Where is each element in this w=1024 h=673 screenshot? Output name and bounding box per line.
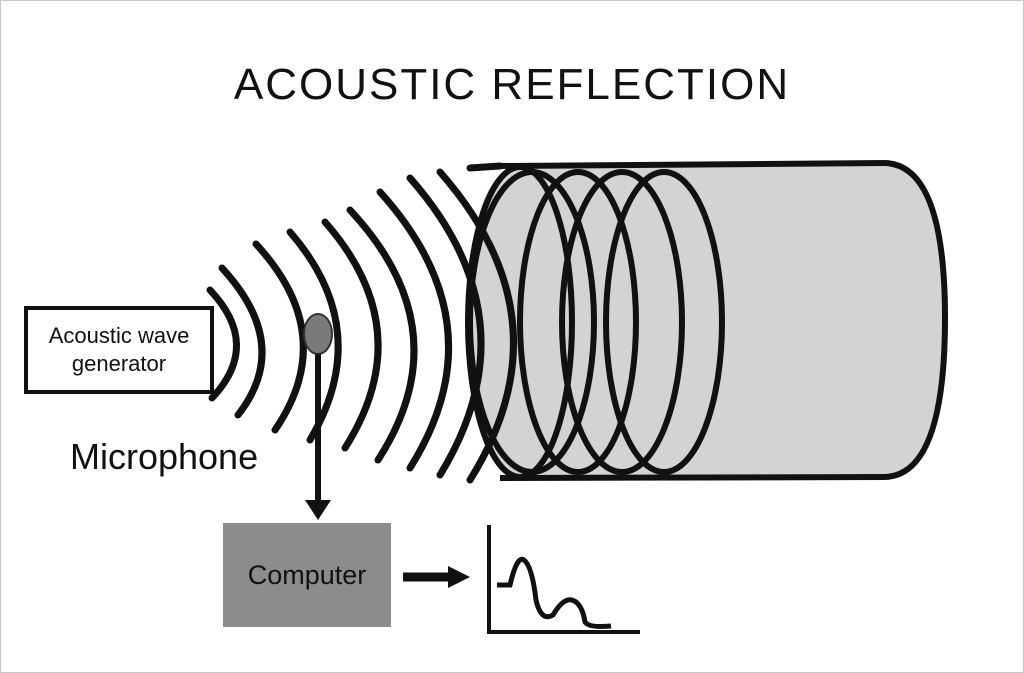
sound-wave-arcs-icon xyxy=(206,162,517,484)
wave-arc xyxy=(406,174,485,479)
generator-label-line2: generator xyxy=(71,351,167,376)
wave-ring xyxy=(559,169,685,475)
generator-label-line1: Acoustic wave xyxy=(48,323,190,348)
wave-ring xyxy=(465,164,575,480)
microphone-icon xyxy=(303,313,333,355)
waveform-graph-icon xyxy=(487,525,640,634)
graph-trace xyxy=(497,556,612,629)
wave-arc xyxy=(346,206,418,464)
computer-box: Computer xyxy=(223,523,391,627)
reflected-wave-rings xyxy=(465,164,725,480)
wave-arc xyxy=(321,218,382,452)
computer-label: Computer xyxy=(247,559,367,590)
tube-bottom-edge xyxy=(499,474,886,481)
arrow-right-icon xyxy=(403,566,470,588)
wave-arc xyxy=(218,264,266,419)
wave-arc xyxy=(206,286,240,402)
wave-arc xyxy=(436,168,517,484)
wave-ring xyxy=(603,169,725,475)
wave-arc xyxy=(252,240,307,434)
arrow-down-icon xyxy=(305,354,331,520)
graph-axes xyxy=(487,525,640,634)
microphone-label: Microphone xyxy=(70,436,259,477)
wave-arc xyxy=(376,188,453,472)
tube-end-right xyxy=(884,160,949,480)
wave-ring xyxy=(517,169,639,475)
wave-arc xyxy=(466,162,504,172)
acoustic-wave-generator-box: Acoustic wave generator xyxy=(24,306,214,394)
wave-arc xyxy=(286,228,342,444)
diagram-title: ACOUSTIC REFLECTION xyxy=(233,60,791,109)
tube-top-edge xyxy=(499,160,886,169)
